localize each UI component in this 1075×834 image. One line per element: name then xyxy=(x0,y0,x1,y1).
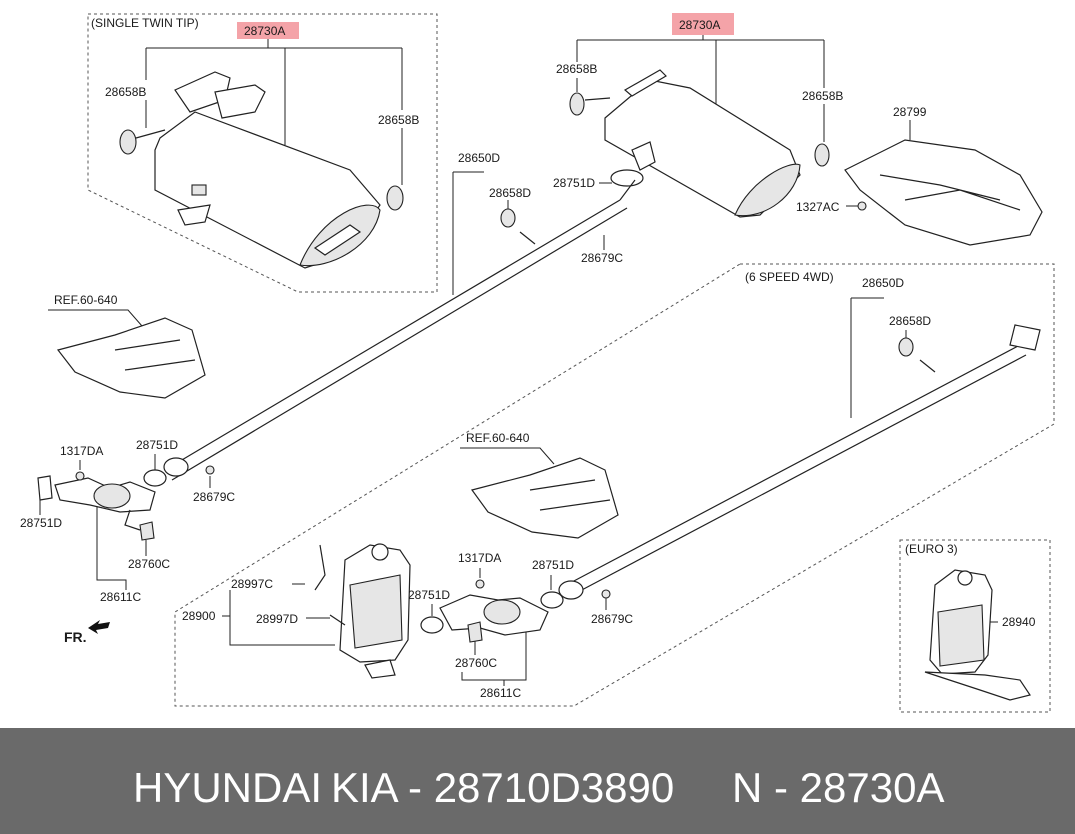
ref-4wd-label: REF.60-640 xyxy=(466,431,530,445)
heat-shield-detail xyxy=(879,174,1021,211)
hanger-b2-label: 28658B xyxy=(802,89,843,103)
leader xyxy=(460,447,555,465)
muffler-a-drawing xyxy=(119,71,404,269)
gasket-4wd-a-label: 28751D xyxy=(532,558,574,572)
catalyst-label: 28900 xyxy=(182,609,216,623)
hanger-c-left-label: 28760C xyxy=(128,557,170,571)
hanger-c-4wd-label: 28760C xyxy=(455,656,497,670)
six-speed-4wd-outline xyxy=(174,263,1055,707)
sensor-c-label: 28997C xyxy=(231,577,273,591)
single-twin-tip-outline xyxy=(87,13,438,293)
center-pipe-4wd-label: 28650D xyxy=(862,276,904,290)
gasket-left-a-label: 28751D xyxy=(136,438,178,452)
leader xyxy=(461,632,527,686)
part-number-footer: HYUNDAI KIA - 28710D3890 N - 28730A xyxy=(0,728,1075,834)
muffler-b-label: 28730A xyxy=(679,18,720,32)
center-pipe-top-label: 28650D xyxy=(458,151,500,165)
muffler-b-drawing xyxy=(569,69,830,218)
hanger-d-4wd-label: 28658D xyxy=(889,314,931,328)
nut-4wd-label: 1317DA xyxy=(458,551,501,565)
gasket-top-label: 28751D xyxy=(553,176,595,190)
nut-4wd-drawing xyxy=(475,579,485,589)
center-pipe-top-drawing xyxy=(164,169,644,481)
bolt-4wd-label: 28679C xyxy=(591,612,633,626)
catalyst-euro3-label: 28940 xyxy=(1002,615,1036,629)
muffler-a-label: 28730A xyxy=(244,24,285,38)
hanger-d-top-drawing xyxy=(500,208,516,228)
euro3-label: (EURO 3) xyxy=(905,542,958,556)
sensor-d-label: 28997D xyxy=(256,612,298,626)
leader xyxy=(576,78,825,142)
catalyst-drawing xyxy=(314,543,411,679)
ref-top-heat-shield-drawing xyxy=(56,317,206,399)
leader xyxy=(576,35,825,108)
front-pipe-left-label: 28611C xyxy=(100,590,141,604)
gasket-left-b-label: 28751D xyxy=(20,516,62,530)
gasket-4wd-b-label: 28751D xyxy=(408,588,450,602)
heat-shield-label: 28799 xyxy=(893,105,927,119)
catalyst-euro3-drawing xyxy=(924,569,1031,701)
nut-left-label: 1317DA xyxy=(60,444,103,458)
front-pipe-left-drawing xyxy=(37,457,215,541)
leader xyxy=(96,505,127,590)
brand-text: HYUNDAI xyxy=(133,764,323,811)
front-pipe-4wd-label: 28611C xyxy=(480,686,521,700)
fr-label: FR. xyxy=(64,629,87,645)
center-pipe-4wd-drawing xyxy=(571,324,1041,593)
six-speed-4wd-label: (6 SPEED 4WD) xyxy=(745,270,834,284)
part-number-text: N - 28730A xyxy=(732,764,945,811)
ref-top-label: REF.60-640 xyxy=(54,293,118,307)
bolt-top-label: 28679C xyxy=(581,251,623,265)
muffler-a-highlight xyxy=(237,22,299,39)
leader xyxy=(48,309,143,327)
nut-top-label: 1327AC xyxy=(796,200,840,214)
exhaust-system-diagram: (SINGLE TWIN TIP) (6 SPEED 4WD) (EURO 3)… xyxy=(20,13,1055,713)
hanger-b1-label: 28658B xyxy=(556,62,597,76)
leader xyxy=(145,100,403,185)
muffler-b-highlight xyxy=(672,13,734,35)
brand-kia-part-text: KIA - 28710D3890 xyxy=(331,764,675,811)
leader xyxy=(222,590,335,646)
hanger-a2-label: 28658B xyxy=(378,113,419,127)
leader xyxy=(850,297,884,418)
ref-4wd-heat-shield-drawing xyxy=(470,457,619,539)
hanger-d-top-label: 28658D xyxy=(489,186,531,200)
nut-top-drawing xyxy=(857,201,867,211)
hanger-a1-label: 28658B xyxy=(105,85,146,99)
front-pipe-4wd-drawing xyxy=(420,580,611,643)
bolt-left-label: 28679C xyxy=(193,490,235,504)
euro3-outline xyxy=(899,539,1051,713)
ref-4wd-detail xyxy=(529,479,611,511)
leader xyxy=(452,171,484,295)
fr-arrow-icon xyxy=(88,620,110,634)
single-twin-tip-label: (SINGLE TWIN TIP) xyxy=(91,16,199,30)
leader xyxy=(145,39,403,145)
ref-top-detail xyxy=(114,339,196,371)
hanger-d-4wd-drawing xyxy=(898,337,914,357)
